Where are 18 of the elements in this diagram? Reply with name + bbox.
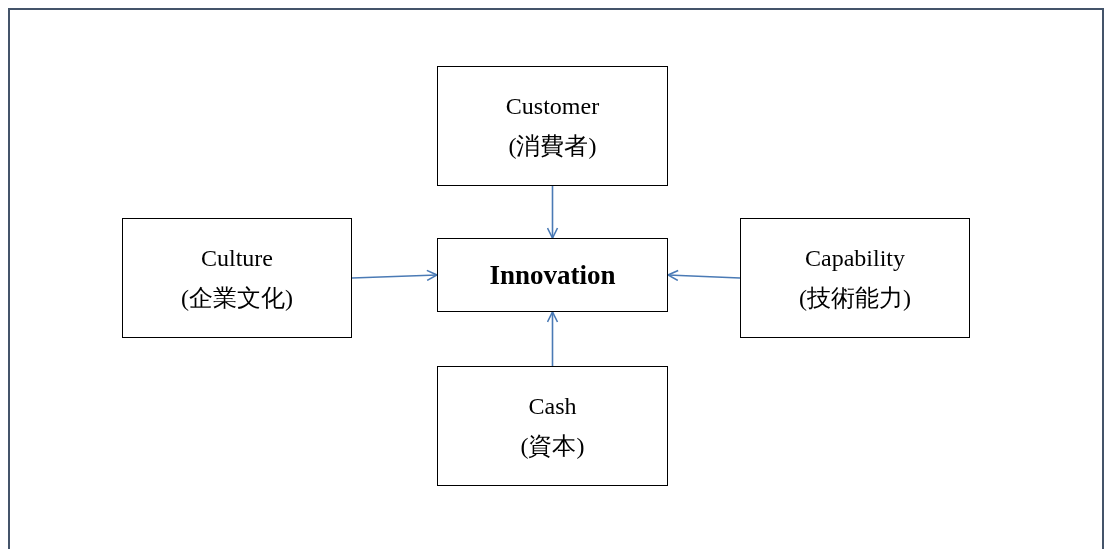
box-title: Capability — [805, 244, 905, 273]
box-subtitle: (資本) — [520, 432, 585, 461]
arrow — [546, 311, 559, 367]
arrow — [546, 185, 559, 239]
arrow — [667, 269, 741, 282]
box-subtitle: (技術能力) — [799, 284, 911, 313]
box-subtitle: (消費者) — [508, 132, 597, 161]
box-subtitle: (企業文化) — [181, 284, 293, 313]
arrow — [351, 269, 438, 282]
box-title: Customer — [505, 92, 600, 121]
box-title: Innovation — [489, 259, 616, 292]
process-box — [437, 366, 668, 486]
process-box — [437, 66, 668, 186]
process-box — [122, 218, 352, 338]
box-title: Culture — [201, 244, 273, 273]
box-title: Cash — [528, 392, 577, 421]
process-box — [740, 218, 970, 338]
process-box — [437, 238, 668, 312]
